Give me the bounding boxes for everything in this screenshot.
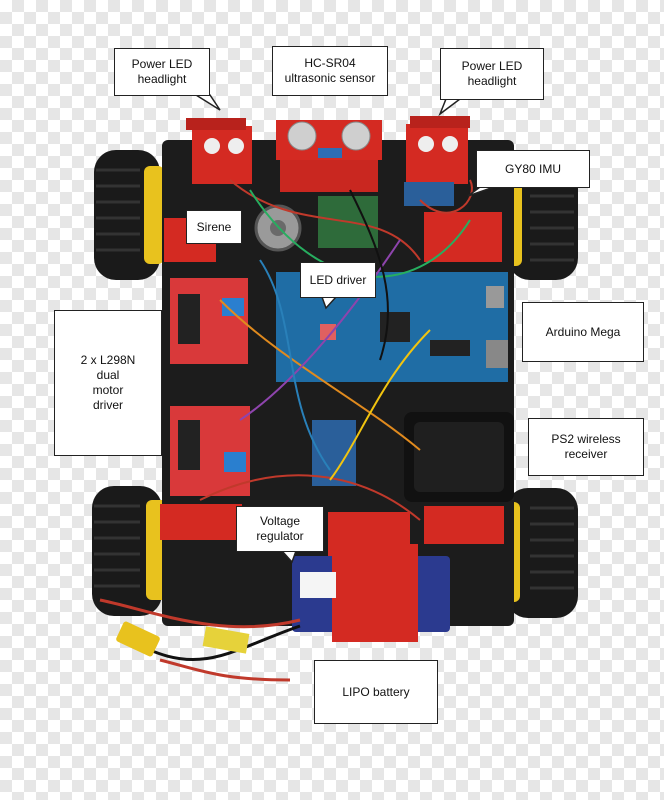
ps2-receiver-box [404,412,514,502]
left-headlight-label: Power LED headlight [114,48,210,96]
front-right-bracket [424,212,502,262]
lipo-battery-label: LIPO battery [314,660,438,724]
arduino-label: Arduino Mega [522,302,644,362]
imu-board [404,182,454,206]
motor-driver-label: 2 x L298N dual motor driver [54,310,162,456]
xt60-connector [116,621,160,657]
ps2-receiver-label: PS2 wireless receiver [528,418,644,476]
rear-right-bracket [424,506,504,544]
front-left-wheel [94,150,164,280]
right-headlight-label: Power LED headlight [440,48,544,100]
ultrasonic-sensor [276,120,382,192]
right-headlight [406,116,470,184]
lipo-battery-pack [292,544,450,642]
sirene-label: Sirene [186,210,242,244]
balance-connector [202,626,250,654]
motor-driver-top [170,278,248,364]
motor-driver-bottom [170,406,250,496]
rear-left-wheel [92,486,168,616]
imu-label: GY80 IMU [476,150,590,188]
ultrasonic-sensor-label: HC-SR04 ultrasonic sensor [272,46,388,96]
rear-left-bracket [160,504,242,540]
left-headlight [186,118,252,184]
voltage-regulator-label: Voltage regulator [236,506,324,552]
led-driver-label: LED driver [300,262,376,298]
